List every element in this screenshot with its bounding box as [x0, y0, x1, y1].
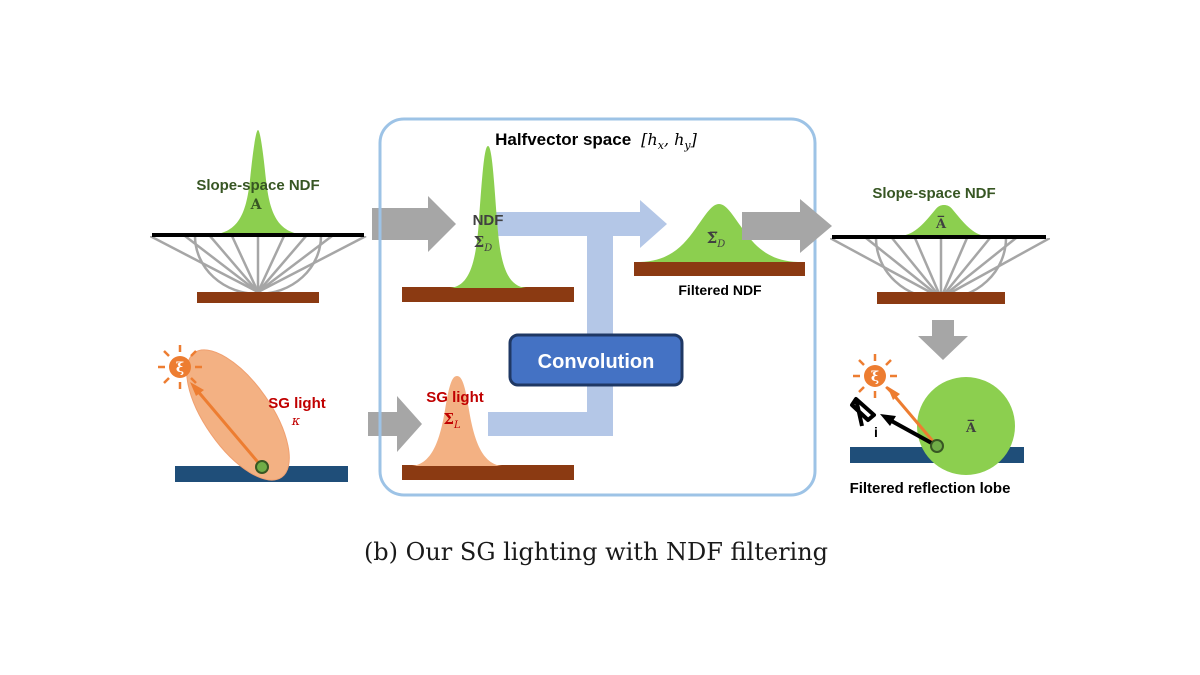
view-ray: [887, 417, 938, 448]
left-light-label: SG light: [268, 395, 326, 412]
left-light-symbol: κ: [291, 414, 301, 429]
view-symbol: i: [874, 424, 878, 440]
filtered-ndf-sigma: Σ̅D: [707, 229, 726, 250]
panel-title: Halfvector space [hx, hy]: [495, 130, 698, 152]
lobe-symbol: A̅: [965, 419, 977, 436]
left-hemisphere-fan: [150, 236, 367, 296]
right-lobe-group: A̅ i ξ Filtered reflection lobe: [850, 354, 1024, 497]
middle-ndf-floor: [402, 287, 574, 302]
left-light-group: ξ SG light κ: [158, 345, 348, 482]
left-ndf-label: Slope-space NDF: [196, 177, 319, 194]
right-ndf-group: Slope-space NDF A̅: [830, 185, 1050, 304]
right-sun-symbol: ξ: [871, 369, 879, 385]
middle-ndf-peak: [450, 146, 526, 288]
convolution-box: [508, 333, 684, 387]
arrow-down-right: [918, 320, 968, 360]
middle-ndf-label: NDF: [473, 212, 504, 229]
convolution-label: Convolution: [538, 351, 655, 373]
path-horizontal-arrow: [488, 200, 667, 248]
filtered-ndf-label: Filtered NDF: [678, 282, 762, 298]
halfvector-panel: [378, 117, 817, 497]
left-floor: [197, 292, 319, 303]
left-light-direction: [194, 388, 264, 468]
middle-light-floor: [402, 465, 574, 480]
right-hemisphere-fan: [830, 238, 1050, 301]
middle-light-sigma: ΣL: [443, 410, 461, 431]
arrow-panel-to-right: [742, 199, 832, 253]
right-sun-icon: [853, 354, 897, 398]
middle-light-peak: [412, 376, 502, 466]
left-ndf-peak: [212, 130, 304, 235]
lobe-label: Filtered reflection lobe: [850, 480, 1011, 497]
arrow-light-to-panel: [368, 396, 422, 452]
left-ndf-symbol: A: [250, 197, 263, 213]
left-sun-symbol: ξ: [176, 360, 184, 376]
left-light-arrowhead: [190, 382, 204, 396]
filtered-ndf-bump: [640, 204, 798, 262]
left-ndf-group: Slope-space NDF A: [150, 130, 367, 303]
middle-light-label: SG light: [426, 389, 484, 406]
eye-icon: [850, 397, 876, 427]
figure-caption: (b) Our SG lighting with NDF filtering: [364, 538, 828, 566]
middle-ndf-sigma: ΣD: [474, 233, 493, 254]
light-ray: [890, 392, 939, 447]
path-bottom-bar: [488, 412, 613, 436]
left-light-origin: [255, 460, 269, 474]
left-sun-icon: [158, 345, 202, 389]
right-floor: [877, 292, 1005, 304]
filtered-ndf-floor: [634, 262, 805, 276]
right-ndf-label: Slope-space NDF: [872, 185, 995, 202]
right-sun-core: [864, 365, 886, 387]
view-ray-head: [880, 414, 896, 426]
lobe-origin: [930, 439, 944, 453]
left-sun-core: [169, 356, 191, 378]
arrow-left-to-panel: [372, 196, 456, 252]
convolution-path: [488, 200, 667, 436]
right-ndf-bump: [900, 205, 986, 236]
right-ndf-symbol: A̅: [935, 215, 947, 232]
